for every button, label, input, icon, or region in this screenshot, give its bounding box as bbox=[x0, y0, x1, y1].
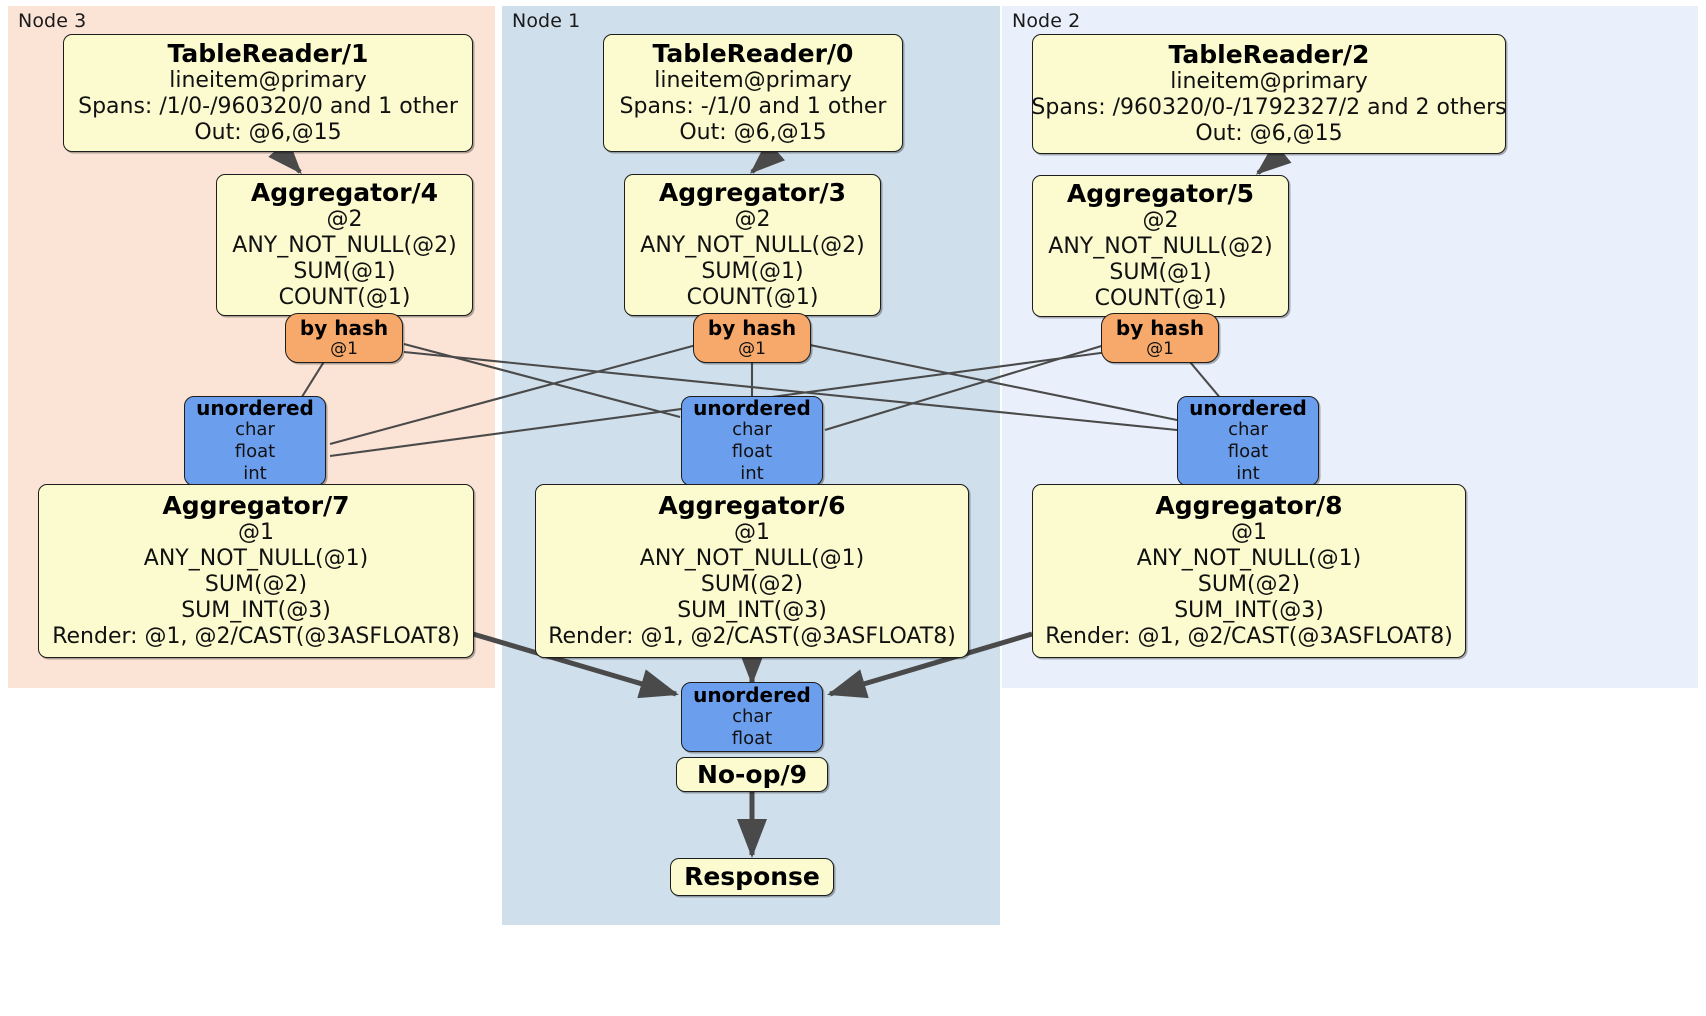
processor-no-op-9[interactable]: No-op/9 bbox=[676, 757, 828, 792]
box-line: float bbox=[1227, 441, 1269, 463]
box-line: @1 bbox=[1146, 338, 1174, 359]
box-line: @2 bbox=[326, 206, 363, 232]
box-title: unordered bbox=[693, 395, 811, 420]
router-by-hash-node-3[interactable]: by hash @1 bbox=[285, 313, 403, 363]
box-title: Aggregator/4 bbox=[250, 177, 439, 207]
box-line: int bbox=[1236, 463, 1260, 485]
box-line: @1 bbox=[1231, 519, 1267, 545]
box-line: COUNT(@1) bbox=[1094, 286, 1227, 312]
box-line: char bbox=[732, 706, 772, 728]
panel-label-node-3: Node 3 bbox=[18, 10, 87, 32]
processor-aggregator-8[interactable]: Aggregator/8 @1 ANY_NOT_NULL(@1) SUM(@2)… bbox=[1032, 484, 1466, 658]
box-line: SUM(@2) bbox=[700, 571, 804, 597]
processor-aggregator-5[interactable]: Aggregator/5 @2 ANY_NOT_NULL(@2) SUM(@1)… bbox=[1032, 175, 1289, 317]
box-line: float bbox=[234, 441, 276, 463]
box-line: SUM(@1) bbox=[1109, 260, 1212, 285]
box-line: SUM(@1) bbox=[701, 259, 804, 284]
router-by-hash-node-2[interactable]: by hash @1 bbox=[1101, 313, 1219, 363]
box-title: by hash bbox=[299, 315, 389, 340]
box-line: ANY_NOT_NULL(@1) bbox=[639, 545, 865, 571]
box-title: No-op/9 bbox=[696, 759, 808, 789]
box-title: by hash bbox=[1115, 315, 1205, 340]
box-title: Aggregator/8 bbox=[1155, 490, 1343, 520]
box-line: Render: @1, @2/CAST(@3ASFLOAT8) bbox=[1045, 624, 1453, 650]
box-line: ANY_NOT_NULL(@2) bbox=[640, 232, 865, 258]
box-line: SUM_INT(@3) bbox=[1174, 598, 1324, 624]
processor-table-reader-0[interactable]: TableReader/0 lineitem@primary Spans: -/… bbox=[603, 34, 903, 152]
processor-aggregator-6[interactable]: Aggregator/6 @1 ANY_NOT_NULL(@1) SUM(@2)… bbox=[535, 484, 969, 658]
panel-label-node-1: Node 1 bbox=[512, 10, 581, 32]
box-line: char bbox=[1228, 419, 1268, 441]
processor-table-reader-2[interactable]: TableReader/2 lineitem@primary Spans: /9… bbox=[1031, 34, 1507, 154]
box-line: @1 bbox=[238, 519, 274, 545]
box-title: Response bbox=[684, 862, 820, 891]
receiver-unordered-node-3[interactable]: unordered char float int bbox=[184, 396, 326, 486]
box-line: SUM_INT(@3) bbox=[181, 598, 331, 624]
panel-label-node-2: Node 2 bbox=[1012, 10, 1081, 32]
box-line: ANY_NOT_NULL(@1) bbox=[1136, 545, 1362, 571]
box-line: @1 bbox=[330, 338, 358, 359]
box-line: @2 bbox=[734, 206, 771, 232]
box-title: Aggregator/7 bbox=[162, 490, 350, 520]
processor-aggregator-3[interactable]: Aggregator/3 @2 ANY_NOT_NULL(@2) SUM(@1)… bbox=[624, 174, 881, 316]
receiver-unordered-node-2[interactable]: unordered char float int bbox=[1177, 396, 1319, 486]
box-line: int bbox=[243, 463, 267, 485]
box-title: Aggregator/6 bbox=[658, 490, 846, 520]
box-line: SUM(@2) bbox=[204, 571, 308, 597]
box-line: Out: @6,@15 bbox=[1195, 121, 1343, 147]
box-title: unordered bbox=[196, 395, 314, 420]
box-title: by hash bbox=[707, 315, 797, 340]
box-line: float bbox=[731, 728, 773, 750]
box-title: TableReader/0 bbox=[652, 38, 854, 68]
box-line: Spans: -/1/0 and 1 other bbox=[619, 93, 887, 119]
box-line: float bbox=[731, 441, 773, 463]
box-line: COUNT(@1) bbox=[686, 285, 819, 311]
box-line: Out: @6,@15 bbox=[194, 120, 342, 146]
box-title: Aggregator/5 bbox=[1066, 178, 1255, 208]
box-line: Out: @6,@15 bbox=[679, 120, 827, 146]
box-line: @2 bbox=[1142, 207, 1179, 233]
receiver-unordered-final[interactable]: unordered char float bbox=[681, 682, 823, 752]
processor-response[interactable]: Response bbox=[670, 858, 834, 896]
box-line: lineitem@primary bbox=[1170, 68, 1368, 94]
box-line: int bbox=[740, 463, 764, 485]
box-title: TableReader/2 bbox=[1168, 39, 1370, 69]
box-line: Render: @1, @2/CAST(@3ASFLOAT8) bbox=[52, 624, 460, 650]
box-line: char bbox=[732, 419, 772, 441]
box-line: lineitem@primary bbox=[169, 67, 367, 93]
box-line: SUM(@2) bbox=[1197, 571, 1301, 597]
box-line: SUM(@1) bbox=[293, 259, 396, 284]
box-line: ANY_NOT_NULL(@2) bbox=[1048, 233, 1273, 259]
box-line: lineitem@primary bbox=[654, 67, 852, 93]
box-line: Render: @1, @2/CAST(@3ASFLOAT8) bbox=[548, 624, 956, 650]
box-title: TableReader/1 bbox=[167, 38, 369, 68]
box-title: unordered bbox=[693, 682, 811, 707]
box-line: Spans: /1/0-/960320/0 and 1 other bbox=[78, 93, 458, 119]
box-line: Spans: /960320/0-/1792327/2 and 2 others bbox=[1031, 94, 1507, 120]
box-title: unordered bbox=[1189, 395, 1307, 420]
box-line: ANY_NOT_NULL(@2) bbox=[232, 232, 457, 258]
box-line: ANY_NOT_NULL(@1) bbox=[143, 545, 369, 571]
box-line: char bbox=[235, 419, 275, 441]
box-line: COUNT(@1) bbox=[278, 285, 411, 311]
box-title: Aggregator/3 bbox=[658, 177, 847, 207]
box-line: SUM_INT(@3) bbox=[677, 598, 827, 624]
box-line: @1 bbox=[734, 519, 770, 545]
router-by-hash-node-1[interactable]: by hash @1 bbox=[693, 313, 811, 363]
receiver-unordered-node-1[interactable]: unordered char float int bbox=[681, 396, 823, 486]
processor-aggregator-4[interactable]: Aggregator/4 @2 ANY_NOT_NULL(@2) SUM(@1)… bbox=[216, 174, 473, 316]
processor-aggregator-7[interactable]: Aggregator/7 @1 ANY_NOT_NULL(@1) SUM(@2)… bbox=[38, 484, 474, 658]
box-line: @1 bbox=[738, 338, 766, 359]
processor-table-reader-1[interactable]: TableReader/1 lineitem@primary Spans: /1… bbox=[63, 34, 473, 152]
